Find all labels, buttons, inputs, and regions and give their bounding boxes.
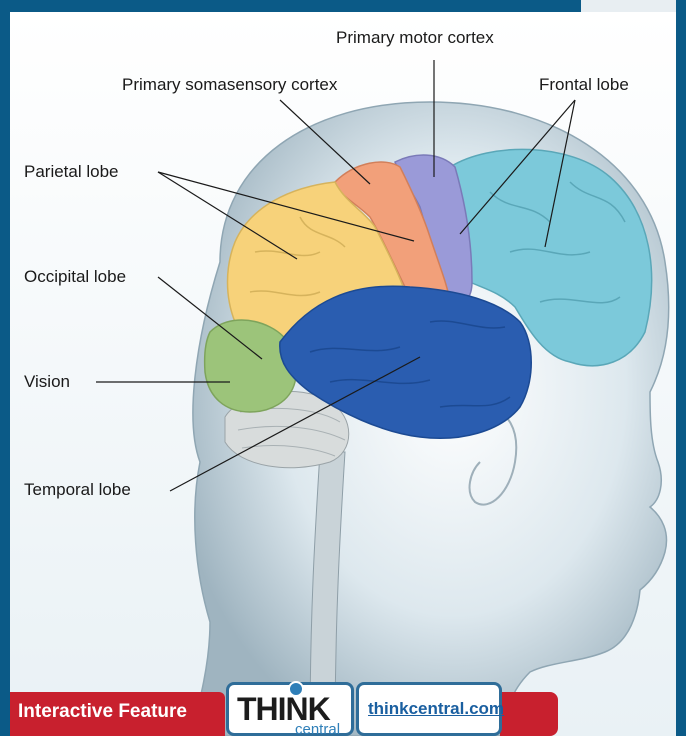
label-primary-somatosensory-cortex: Primary somasensory cortex: [122, 75, 337, 95]
thinkcentral-link[interactable]: thinkcentral.com: [368, 699, 504, 719]
top-frame-tab: [581, 0, 686, 12]
think-central-logo[interactable]: THINK central: [226, 682, 354, 736]
label-vision: Vision: [24, 372, 70, 392]
interactive-feature-banner: Interactive Feature: [10, 692, 225, 736]
brain-diagram: Primary motor cortex Primary somasensory…: [10, 12, 676, 736]
logo-central-text: central: [295, 721, 340, 738]
interactive-feature-label: Interactive Feature: [18, 701, 187, 723]
label-occipital-lobe: Occipital lobe: [24, 267, 126, 287]
label-primary-motor-cortex: Primary motor cortex: [336, 28, 494, 48]
url-box[interactable]: thinkcentral.com: [356, 682, 502, 736]
footer-banner: Interactive Feature THINK central thinkc…: [10, 692, 676, 736]
label-temporal-lobe: Temporal lobe: [24, 480, 131, 500]
banner-tail: [500, 692, 558, 736]
left-frame-bar: [0, 0, 10, 736]
right-frame-bar: [676, 0, 686, 736]
label-frontal-lobe: Frontal lobe: [539, 75, 629, 95]
brain-illustration: [10, 12, 676, 736]
label-parietal-lobe: Parietal lobe: [24, 162, 119, 182]
